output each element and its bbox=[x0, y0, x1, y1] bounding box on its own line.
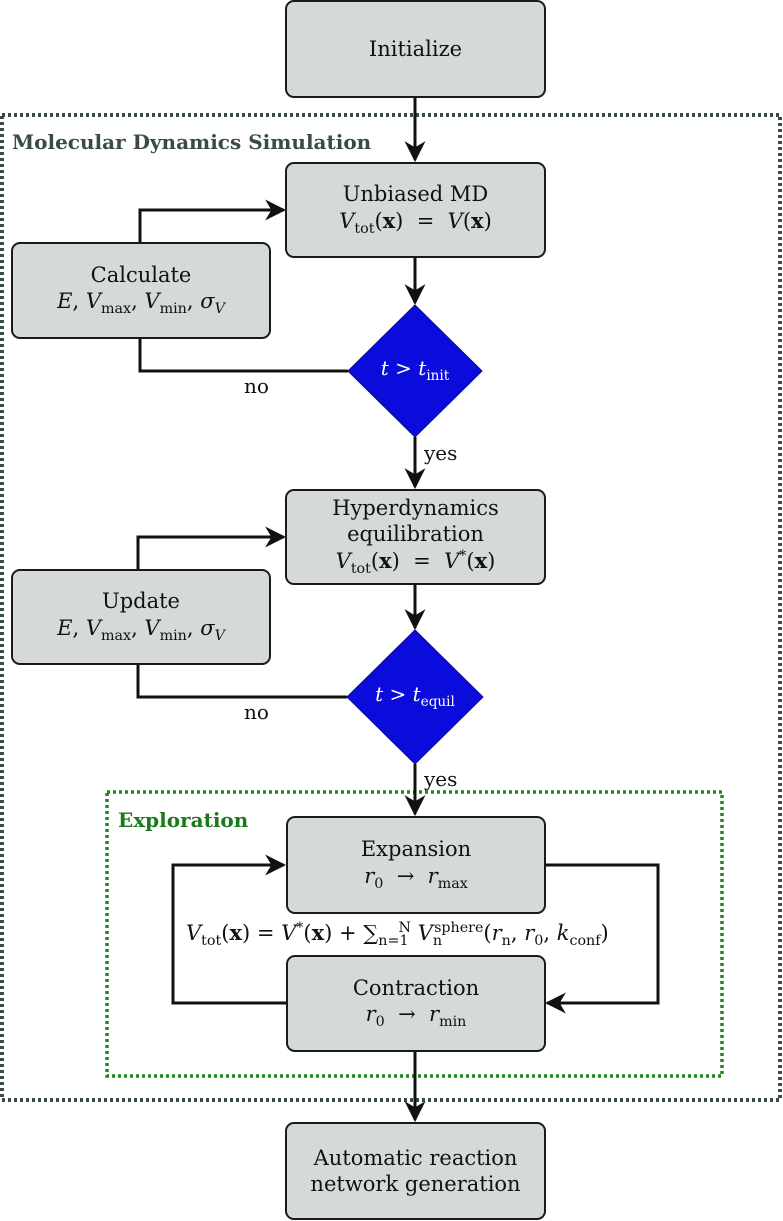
calculate-vars: E, Vmax, Vmin, σV bbox=[57, 289, 225, 318]
arrow-expansion-to-contraction bbox=[544, 863, 660, 1014]
exploration-equation: Vtot(x) = V*(x) + ∑n=1N Vnsphere(rn, r0,… bbox=[186, 920, 609, 950]
update-title: Update bbox=[102, 589, 180, 614]
edge-label-yes-2: yes bbox=[424, 767, 458, 791]
edge-label-no-2: no bbox=[244, 700, 269, 724]
edge-label-no-1: no bbox=[244, 374, 269, 398]
arrow-contraction-to-expansion bbox=[171, 854, 287, 1005]
initialize-label: Initialize bbox=[368, 36, 463, 61]
hyperdynamics-title-1: Hyperdynamics bbox=[332, 496, 499, 521]
unbiased-md-title: Unbiased MD bbox=[342, 182, 489, 207]
calculate-title: Calculate bbox=[90, 262, 192, 287]
contraction-equation: r0 → rmin bbox=[365, 1002, 467, 1031]
expansion-title: Expansion bbox=[360, 837, 472, 862]
automatic-line-1: Automatic reaction bbox=[313, 1145, 518, 1170]
expansion-box: Expansion r0 → rmax bbox=[286, 816, 546, 914]
arrow-calc-to-md bbox=[138, 199, 287, 242]
automatic-line-2: network generation bbox=[310, 1172, 521, 1196]
arrow-no1 bbox=[138, 339, 348, 373]
unbiased-md-box: Unbiased MD Vtot(x) = V(x) bbox=[285, 162, 546, 258]
hyperdynamics-equation: Vtot(x) = V*(x) bbox=[335, 547, 496, 577]
automatic-reaction-box: Automatic reaction network generation bbox=[285, 1122, 546, 1220]
exploration-group-title: Exploration bbox=[118, 808, 249, 832]
contraction-box: Contraction r0 → rmin bbox=[286, 955, 546, 1052]
md-group-title: Molecular Dynamics Simulation bbox=[12, 130, 372, 154]
decision-init-label: t > tinit bbox=[380, 356, 450, 384]
hyperdynamics-box: Hyperdynamics equilibration Vtot(x) = V*… bbox=[285, 489, 546, 585]
edge-label-yes-1: yes bbox=[424, 441, 458, 465]
unbiased-md-equation: Vtot(x) = V(x) bbox=[339, 207, 492, 237]
update-box: Update E, Vmax, Vmin, σV bbox=[11, 569, 271, 665]
decision-equil-label: t > tequil bbox=[375, 682, 455, 710]
hyperdynamics-title-2: equilibration bbox=[347, 522, 484, 547]
expansion-equation: r0 → rmax bbox=[364, 863, 468, 892]
arrow-no2 bbox=[136, 665, 347, 699]
initialize-box: Initialize bbox=[285, 0, 546, 98]
arrow-update-to-hyper bbox=[136, 526, 287, 569]
calculate-box: Calculate E, Vmax, Vmin, σV bbox=[11, 242, 271, 339]
update-vars: E, Vmax, Vmin, σV bbox=[57, 615, 225, 644]
contraction-title: Contraction bbox=[352, 975, 480, 1000]
